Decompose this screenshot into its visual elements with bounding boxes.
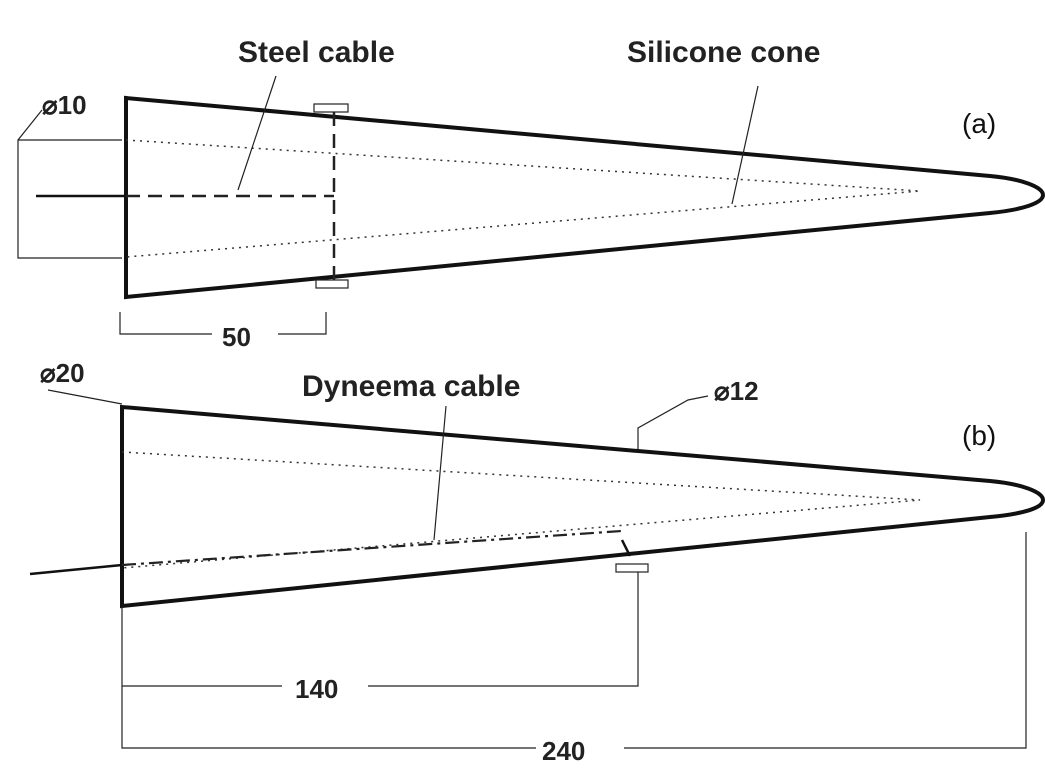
diameter-10-label: ⌀10: [42, 90, 87, 120]
dyneema-cable-leader: [433, 405, 447, 541]
dimension-50-line: [119, 312, 327, 335]
clamp-b: [615, 563, 649, 573]
silicone-cone-label: Silicone cone: [627, 36, 820, 69]
dimension-240-label: 240: [542, 736, 585, 766]
diameter-12-leader: [637, 395, 709, 452]
inner-cone-b: [121, 451, 921, 569]
silicone-cone-outline-a: [124, 95, 1045, 300]
panel-b-label: (b): [962, 420, 996, 451]
dyneema-cable-label: Dyneema cable: [302, 370, 520, 403]
dyneema-cable-internal: [121, 529, 623, 567]
dyneema-cable-anchor: [620, 539, 632, 557]
diameter-12-label: ⌀12: [714, 376, 759, 406]
clamp-top-a: [313, 103, 349, 113]
panel-a-label: (a): [962, 108, 996, 139]
dyneema-cable-external: [29, 563, 123, 576]
clamp-bottom-a: [315, 279, 349, 289]
steel-cable-label: Steel cable: [238, 36, 395, 69]
dimension-140-line: [121, 572, 639, 687]
diameter-20-leader: [47, 389, 123, 405]
panel-b: ⌀20 Dyneema cable ⌀12 (b) 140 240: [29, 358, 1045, 766]
silicone-cone-leader: [731, 85, 759, 205]
steel-cable-leader: [237, 75, 277, 191]
silicone-cone-outline-b: [120, 404, 1045, 609]
dimension-50-label: 50: [222, 322, 251, 352]
dimension-140-label: 140: [295, 674, 338, 704]
dimension-240-line: [121, 532, 1027, 749]
panel-a: Steel cable Silicone cone (a) ⌀10 50: [17, 36, 1045, 352]
diameter-10-leader: [17, 109, 122, 259]
diameter-20-label: ⌀20: [40, 358, 85, 388]
